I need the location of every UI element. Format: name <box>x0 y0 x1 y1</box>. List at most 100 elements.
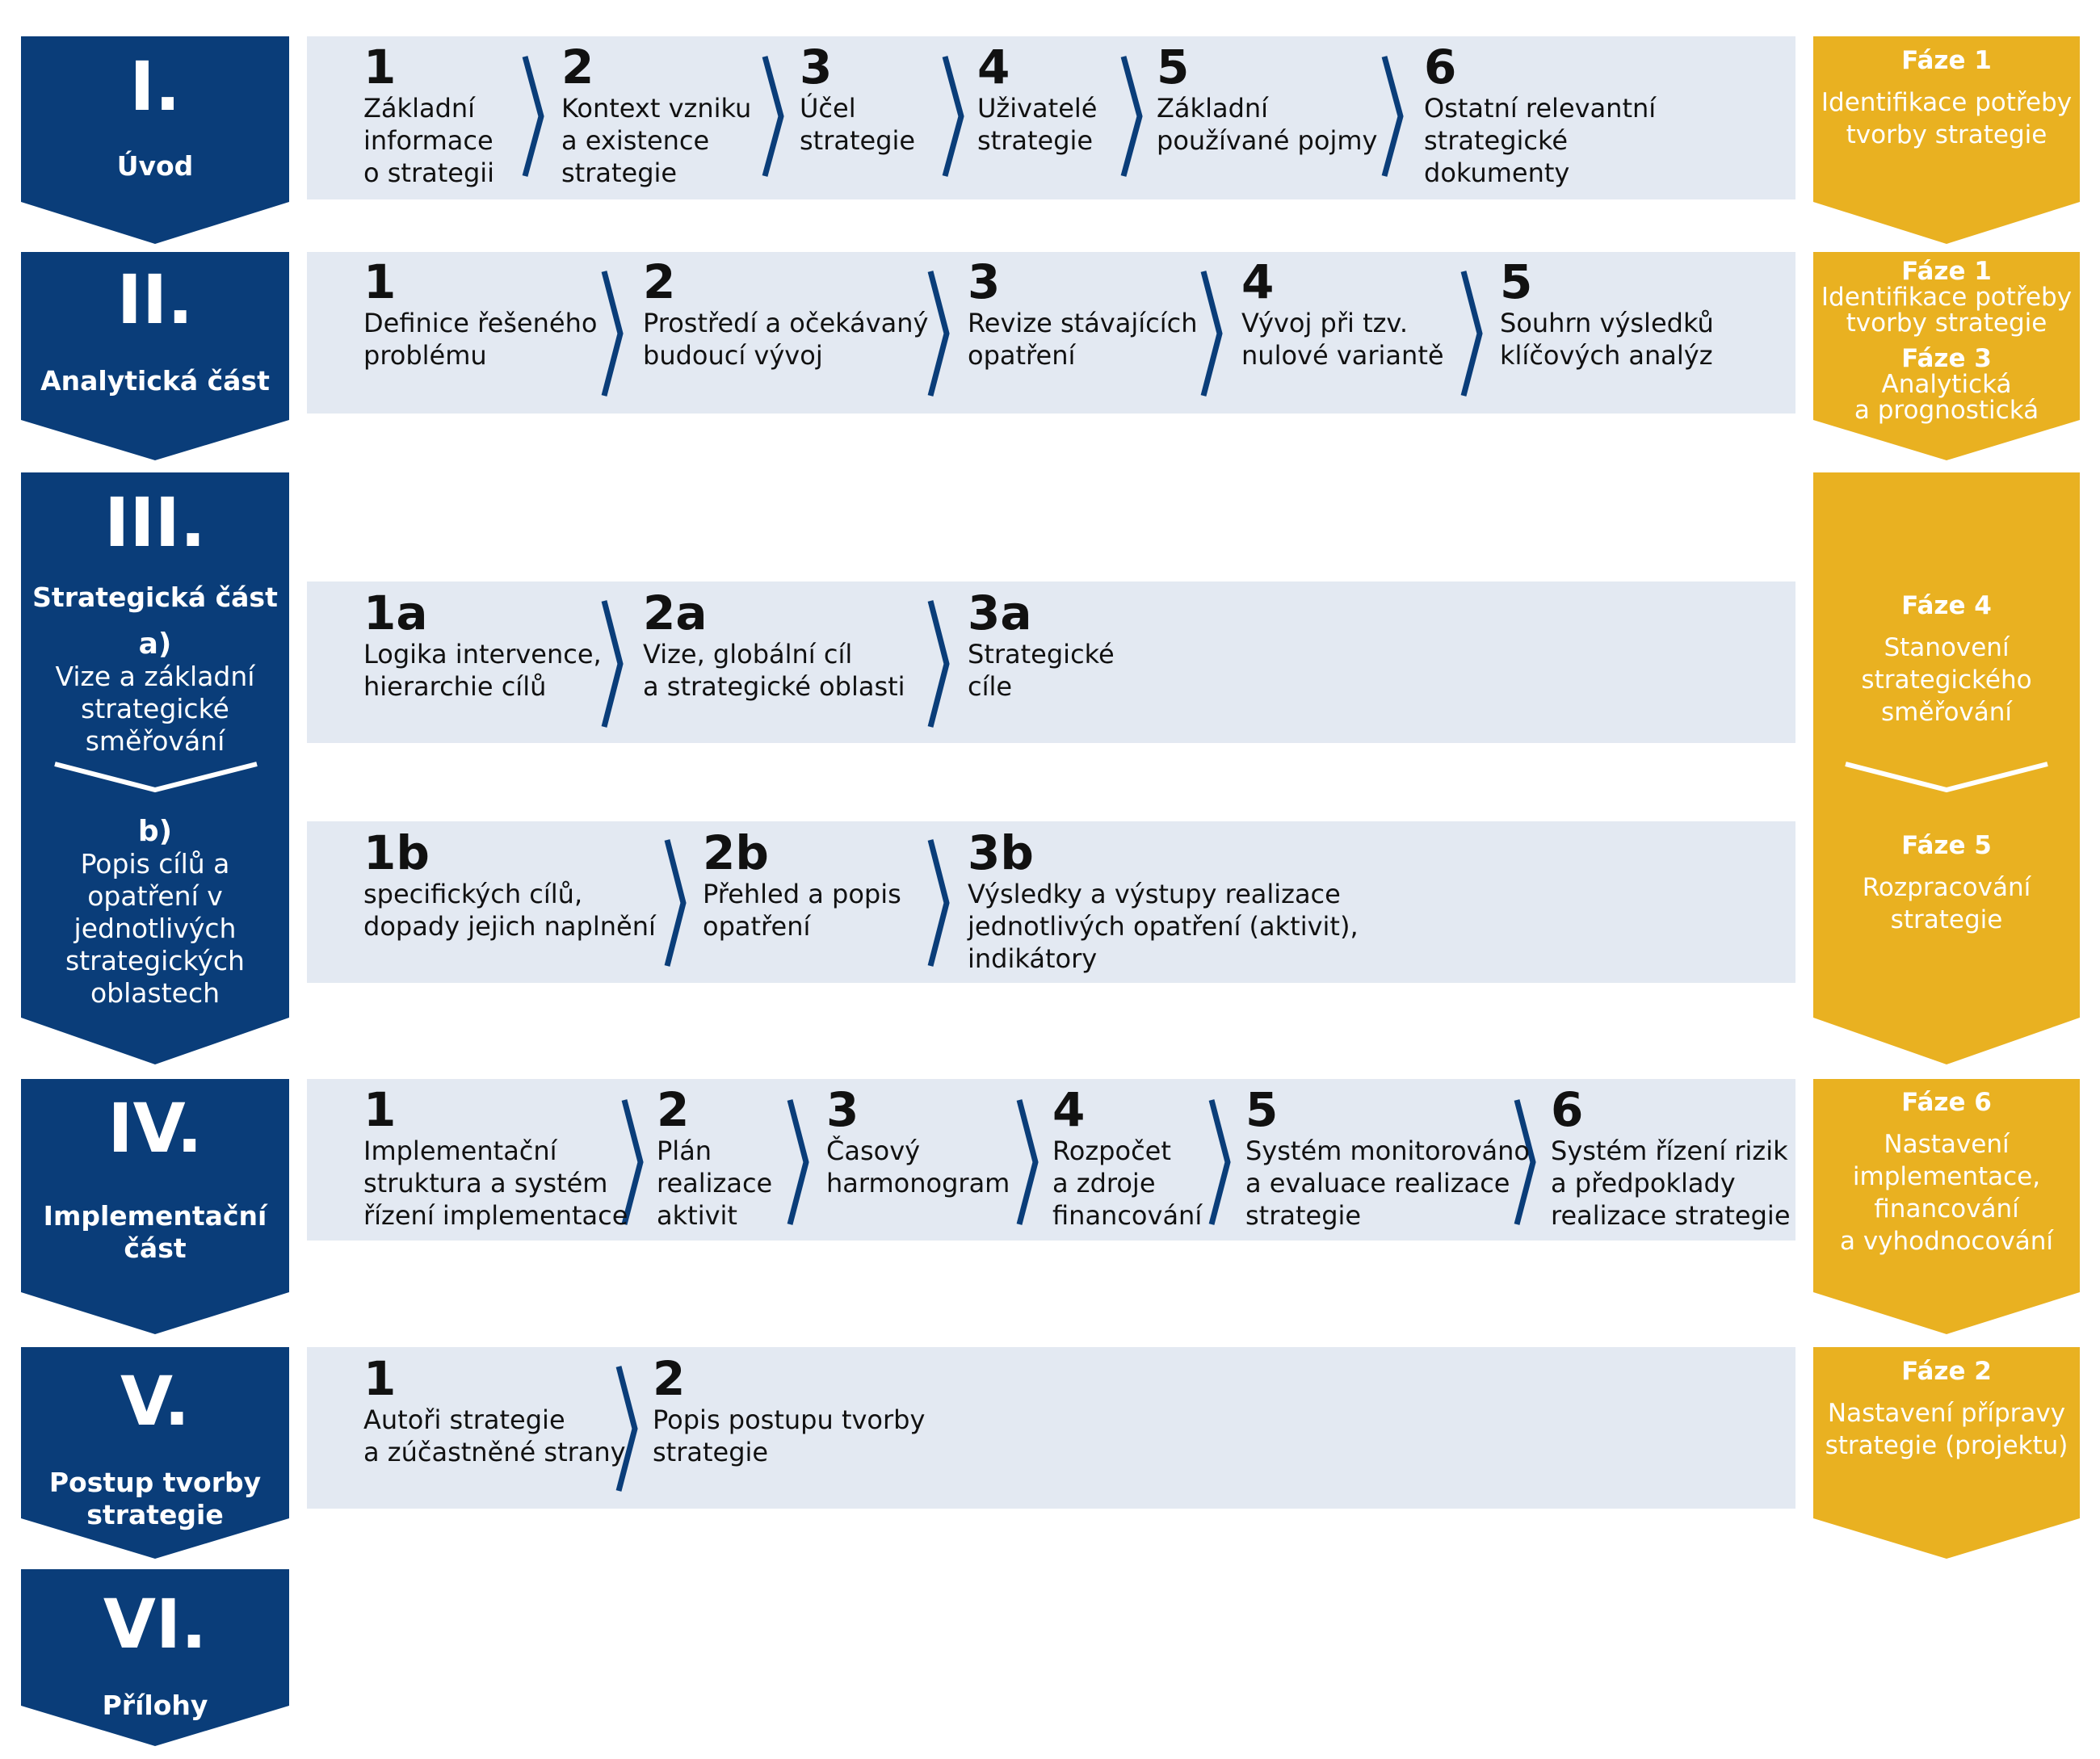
step-separator-chevron-9 <box>1460 271 1483 397</box>
section-number: VI. <box>103 1585 208 1664</box>
step-number: 5 <box>1500 254 1533 309</box>
step-text: Systém řízení rizik a předpoklady realiz… <box>1551 1136 1791 1231</box>
section-3b-block: b) Popis cílů a opatření v jednotlivých … <box>53 816 257 1010</box>
content-band-1 <box>307 36 1796 199</box>
step-text: Prostředí a očekávaný budoucí vývoj <box>643 308 929 371</box>
step-separator-chevron-18 <box>1514 1099 1536 1225</box>
section-1-label: I. Úvod <box>21 47 289 183</box>
phase-description: Nastavení implementace, financování a vy… <box>1839 1130 2054 1256</box>
phase-description: Analytická a prognostická <box>1854 370 2039 425</box>
step-text: specifických cílů, dopady jejich naplněn… <box>363 879 656 942</box>
phase-description: Identifikace potřeby tvorby strategie <box>1821 283 2073 338</box>
step-text: Základní používané pojmy <box>1157 93 1378 156</box>
phase-5-shape <box>1813 1347 2080 1559</box>
step-number: 3 <box>800 40 833 94</box>
step-number: 5 <box>1157 40 1190 94</box>
section-4-label: IV. Implementační část <box>21 1089 289 1265</box>
section-2-label: II. Analytická část <box>21 260 289 397</box>
step-number: 2 <box>561 40 594 94</box>
step-text: Vize, globální cíl a strategické oblasti <box>643 639 905 702</box>
step-separator-chevron-16 <box>1016 1099 1039 1225</box>
step-number: 1 <box>363 1351 397 1406</box>
phase-block-2: Fáze 1 Identifikace potřeby tvorby strat… <box>1813 258 2080 423</box>
step-separator-chevron-17 <box>1208 1099 1231 1225</box>
section-3a-block: a) Vize a základní strategické směřování <box>53 628 257 758</box>
section-title: Úvod <box>116 150 194 182</box>
step-number: 6 <box>1424 40 1457 94</box>
step-separator-chevron-3 <box>942 56 964 177</box>
step-separator-chevron-14 <box>621 1099 644 1225</box>
step-text: Systém monitorováno a evaluace realizace… <box>1245 1136 1530 1231</box>
step-number: 2 <box>657 1082 690 1137</box>
step-number: 6 <box>1551 1082 1584 1137</box>
phase-description: Rozpracování strategie <box>1862 873 2031 934</box>
step-number: 2a <box>643 586 708 640</box>
step-number: 2b <box>703 825 769 880</box>
phase-title: Fáze 3 <box>1901 344 1992 373</box>
phase-description: Stanovení strategického směřování <box>1861 633 2032 727</box>
section-number: IV. <box>107 1089 203 1168</box>
step-number: 3a <box>968 586 1032 640</box>
phase-title: Fáze 1 <box>1901 46 1992 75</box>
step-number: 5 <box>1245 1082 1279 1137</box>
section-number: II. <box>116 260 194 339</box>
phase-description: Identifikace potřeby tvorby strategie <box>1821 88 2073 149</box>
step-number: 3 <box>826 1082 859 1137</box>
section-title: Analytická část <box>40 365 270 397</box>
phase-title: Fáze 5 <box>1901 831 1992 860</box>
step-separator-chevron-19 <box>615 1366 638 1492</box>
section-5-label: V. Postup tvorby strategie <box>21 1362 289 1531</box>
step-separator-chevron-4 <box>1120 56 1143 177</box>
step-text: Ostatní relevantní strategické dokumenty <box>1424 93 1657 188</box>
phase-block-1: Fáze 1 Identifikace potřeby tvorby strat… <box>1813 44 2080 151</box>
step-separator-chevron-7 <box>927 271 950 397</box>
section-2-shape <box>21 252 289 460</box>
step-number: 3 <box>968 254 1001 309</box>
step-separator-chevron-10 <box>601 600 624 728</box>
subsection-a-label: a) <box>138 628 172 661</box>
phase-title: Fáze 1 <box>1901 257 1992 286</box>
section-3-shape <box>21 472 289 1064</box>
step-text: Definice řešeného problému <box>363 308 598 371</box>
step-number: 1a <box>363 586 428 640</box>
phase-block-4: Fáze 5 Rozpracování strategie <box>1813 829 2080 936</box>
step-text: Souhrn výsledků klíčových analýz <box>1500 308 1714 371</box>
phase-title: Fáze 2 <box>1901 1357 1992 1386</box>
section-4-shape <box>21 1079 289 1334</box>
step-text: Výsledky a výstupy realizace jednotlivýc… <box>968 879 1359 974</box>
section-6-shape <box>21 1569 289 1746</box>
step-number: 4 <box>977 40 1010 94</box>
phase-block-6: Fáze 2 Nastavení přípravy strategie (pro… <box>1813 1355 2080 1462</box>
step-number: 4 <box>1052 1082 1086 1137</box>
step-separator-chevron-2 <box>762 56 784 177</box>
step-separator-chevron-8 <box>1200 271 1223 397</box>
phase-4-shape <box>1813 1079 2080 1334</box>
phase-3-shape <box>1813 472 2080 1064</box>
phase-block-3: Fáze 4 Stanovení strategického směřování <box>1813 590 2080 728</box>
phase-title: Fáze 6 <box>1901 1088 1992 1117</box>
step-text: Uživatelé strategie <box>977 93 1098 156</box>
section-3-label: III. Strategická část <box>21 483 289 614</box>
